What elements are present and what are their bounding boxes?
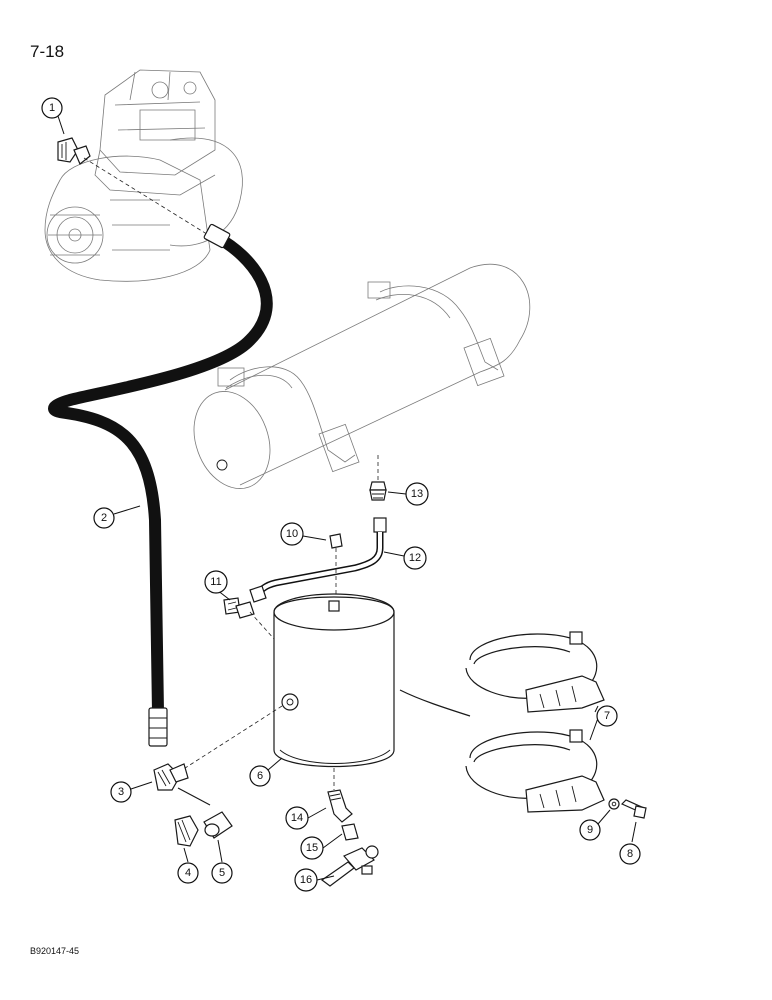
svg-text:15: 15: [306, 842, 318, 854]
centerline-1: [83, 157, 211, 237]
mounting-strap-7-upper: [465, 631, 605, 713]
tube-12: [249, 517, 387, 603]
callout-12: 12: [403, 546, 427, 570]
elbow-fitting-11: [223, 597, 255, 619]
svg-text:4: 4: [185, 867, 191, 879]
svg-text:13: 13: [411, 488, 423, 500]
callout-14: 14: [285, 806, 309, 830]
callout-16: 16: [294, 868, 318, 892]
washer-9: [608, 798, 620, 810]
leader-lines: [57, 115, 637, 881]
fitting-15: [341, 823, 359, 841]
centerline-11: [249, 611, 276, 641]
figure-code: B920147-45: [30, 946, 80, 956]
bolt-8: [620, 799, 647, 819]
svg-text:7: 7: [604, 710, 610, 722]
centerline-6: [181, 705, 283, 771]
fitting-14: [327, 789, 353, 823]
svg-text:5: 5: [219, 867, 225, 879]
callout-11: 11: [204, 570, 228, 594]
callout-3: 3: [110, 781, 132, 803]
callout-4: 4: [177, 862, 199, 884]
alternator-ghost: [44, 137, 243, 282]
elbow-fitting-1: [57, 137, 91, 165]
compressor-assembly-ghost: [94, 69, 216, 196]
callout-13: 13: [405, 482, 429, 506]
elbow-fitting-4: [174, 815, 199, 847]
callout-8: 8: [619, 843, 641, 865]
svg-text:2: 2: [101, 512, 107, 524]
svg-text:3: 3: [118, 786, 124, 798]
main-air-tank: [193, 263, 531, 489]
svg-text:9: 9: [587, 824, 593, 836]
air-hose-2: [48, 223, 273, 747]
elbow-fitting-3: [153, 763, 189, 791]
svg-text:6: 6: [257, 770, 263, 782]
callout-5: 5: [211, 862, 233, 884]
callout-6: 6: [249, 765, 271, 787]
svg-text:12: 12: [409, 552, 421, 564]
page-number: 7-18: [30, 42, 65, 61]
fitting-13: [369, 481, 387, 501]
fitting-10: [329, 533, 343, 549]
direction-arrow: [399, 689, 471, 717]
callout-2: 2: [93, 507, 115, 529]
callout-1: 1: [41, 97, 63, 119]
callout-15: 15: [300, 836, 324, 860]
svg-text:14: 14: [291, 812, 303, 824]
callout-7: 7: [596, 705, 618, 727]
svg-text:1: 1: [49, 102, 55, 114]
callout-10: 10: [280, 522, 304, 546]
drain-valve-16: [320, 845, 379, 887]
fitting-5: [203, 811, 233, 839]
svg-text:11: 11: [210, 576, 221, 588]
svg-text:8: 8: [627, 848, 633, 860]
svg-text:10: 10: [286, 528, 298, 540]
callout-9: 9: [579, 819, 601, 841]
reservoir-tank-6: [273, 593, 395, 768]
svg-text:16: 16: [300, 874, 312, 886]
mounting-strap-7-lower: [465, 729, 605, 813]
hose-tail-3: [177, 787, 211, 806]
